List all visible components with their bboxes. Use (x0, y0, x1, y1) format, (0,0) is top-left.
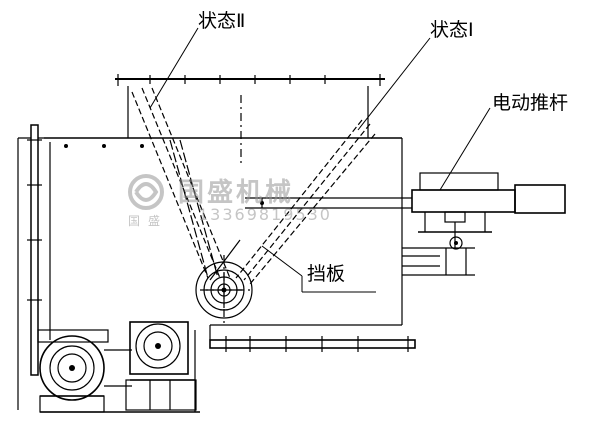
label-baffle: 挡板 (307, 263, 346, 285)
bolt-markers (64, 144, 458, 371)
baffle-state-2 (131, 87, 231, 279)
label-state-2: 状态Ⅱ (198, 10, 246, 32)
label-electric-actuator: 电动推杆 (492, 92, 569, 114)
left-motor (37, 329, 132, 413)
leader-lines (149, 27, 491, 293)
actuator-body (411, 172, 566, 248)
top-frame-bar (115, 74, 385, 86)
watermark-phone: 13369819530 (198, 205, 332, 224)
watermark-logo (128, 174, 164, 210)
baffle-state-1 (235, 119, 376, 285)
watermark-tag: 国盛 (128, 214, 169, 228)
label-state-1: 状态Ⅰ (430, 19, 474, 41)
left-rail (27, 124, 42, 376)
baffle-current (169, 139, 241, 281)
actuator-bracket (402, 236, 475, 276)
right-motor (125, 321, 197, 411)
housing (17, 137, 403, 412)
bottom-rail (209, 336, 416, 352)
watermark-name: 国盛机械 (178, 178, 295, 208)
